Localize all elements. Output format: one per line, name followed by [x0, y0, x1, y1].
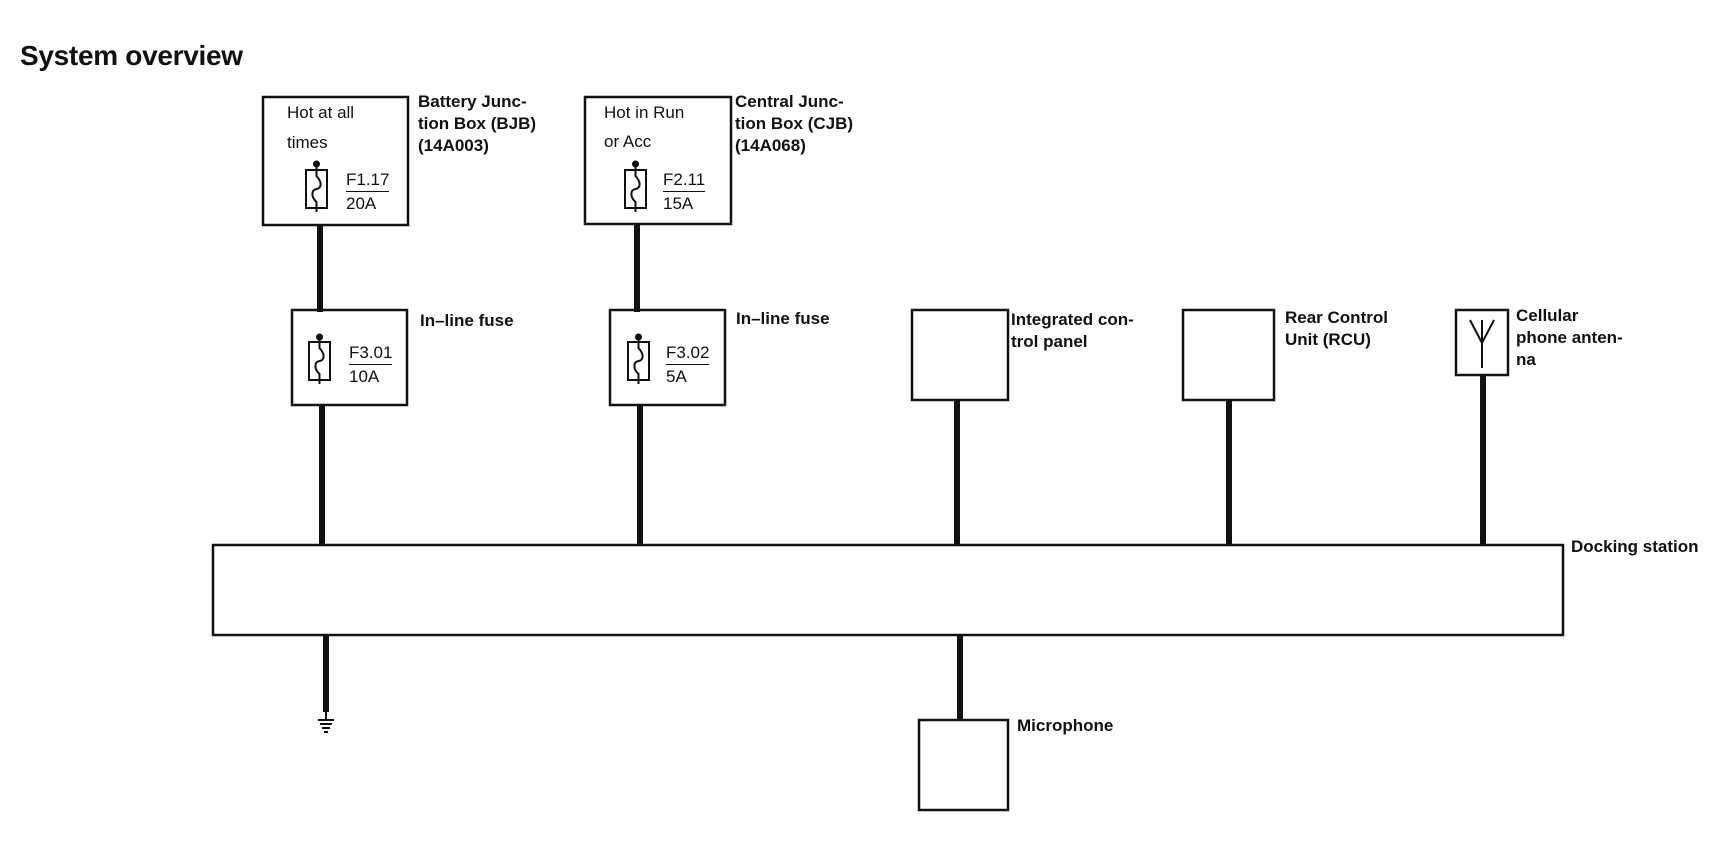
integrated-control-panel-box [910, 308, 1010, 402]
bjb-label: Battery Junc- tion Box (BJB) (14A003) [418, 91, 536, 157]
inline-fuse-1-element [314, 336, 325, 384]
cellular-antenna-label-line2: phone anten- [1516, 328, 1623, 347]
inline-fuse-1-rating: 10A [349, 367, 380, 386]
rear-control-unit-box [1181, 308, 1276, 402]
inline-fuse-1-code: F3.01 10A [349, 343, 393, 387]
cjb-label-line1: Central Junc- [735, 92, 844, 111]
inline-fuse-2-code: F3.02 5A [666, 343, 710, 387]
rear-control-unit-label-line1: Rear Control [1285, 308, 1388, 327]
cjb-fuse-id: F2.11 [663, 170, 706, 192]
bjb-label-line2: tion Box (BJB) [418, 114, 537, 133]
bjb-note-line2: times [287, 133, 328, 152]
bjb-fuse-code: F1.17 20A [346, 170, 390, 214]
inline-fuse-2-id: F3.02 [666, 343, 710, 365]
docking-station-label: Docking station [1571, 537, 1699, 556]
bjb-fuse-element [311, 164, 322, 212]
inline-fuse-1-box [290, 308, 409, 407]
central-junction-box [583, 95, 733, 226]
cjb-fuse-code: F2.11 15A [663, 170, 706, 214]
inline-fuse-2-box [608, 308, 727, 407]
inline-fuse-2-terminal [635, 333, 642, 341]
cjb-label-line2: tion Box (CJB) [735, 114, 854, 133]
page-title: System overview [20, 40, 243, 71]
inline-fuse-2-element [633, 336, 644, 384]
cjb-fuse-terminal [632, 160, 639, 168]
inline-fuse-1-terminal [316, 333, 323, 341]
rear-control-unit-label: Rear Control Unit (RCU) [1285, 307, 1388, 351]
cellular-antenna-label-line1: Cellular [1516, 306, 1579, 325]
cellular-antenna-label: Cellular phone anten- na [1516, 305, 1623, 371]
cjb-label: Central Junc- tion Box (CJB) (14A068) [735, 91, 853, 157]
antenna-icon [1469, 319, 1495, 368]
bjb-fuse-rating: 20A [346, 194, 377, 213]
cjb-note-line1: Hot in Run [604, 103, 685, 122]
bjb-label-line3: (14A003) [418, 136, 489, 155]
cjb-label-line3: (14A068) [735, 136, 806, 155]
inline-fuse-2-rating: 5A [666, 367, 687, 386]
bjb-label-line1: Battery Junc- [418, 92, 527, 111]
ground-icon [318, 712, 334, 733]
integrated-control-panel-label-line1: Integrated con- [1011, 310, 1134, 329]
cjb-fuse-rating: 15A [663, 194, 694, 213]
integrated-control-panel-label: Integrated con- trol panel [1011, 309, 1134, 353]
microphone-box [917, 718, 1010, 812]
battery-junction-box [261, 95, 410, 227]
cellular-antenna-label-line3: na [1516, 350, 1536, 369]
bjb-fuse-terminal [313, 160, 320, 168]
inline-fuse-2-label: In–line fuse [736, 309, 830, 328]
cjb-note-line2: or Acc [604, 132, 652, 151]
cjb-fuse-element [630, 164, 641, 212]
bjb-fuse-id: F1.17 [346, 170, 390, 192]
integrated-control-panel-label-line2: trol panel [1011, 332, 1088, 351]
microphone-label: Microphone [1017, 716, 1114, 735]
bjb-note-line1: Hot at all [287, 103, 355, 122]
docking-station-box [211, 543, 1565, 637]
rear-control-unit-label-line2: Unit (RCU) [1285, 330, 1371, 349]
inline-fuse-1-label: In–line fuse [420, 311, 514, 330]
inline-fuse-1-id: F3.01 [349, 343, 393, 365]
